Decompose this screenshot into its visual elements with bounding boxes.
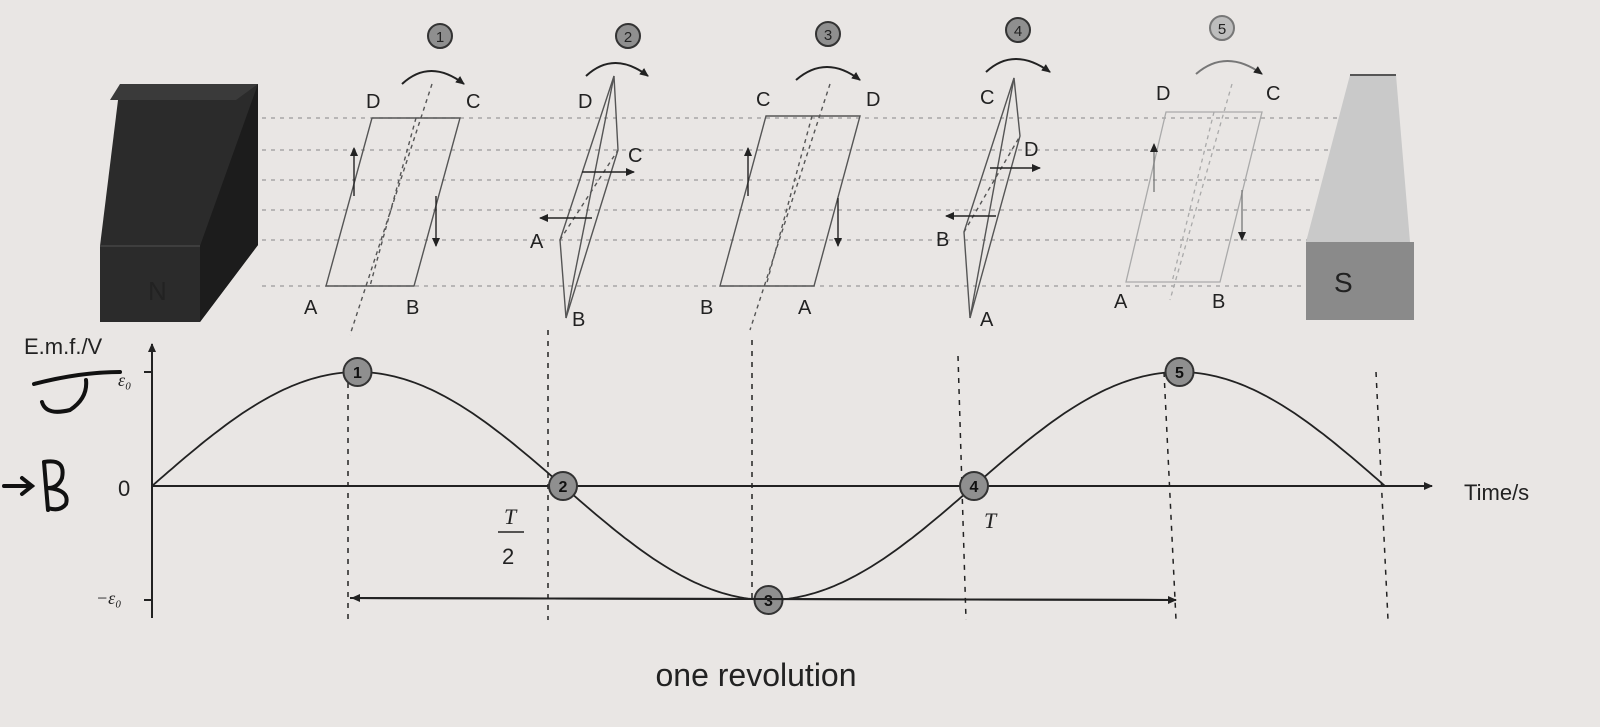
curve-marker-label-5: 5 (1175, 365, 1184, 382)
vertex-mid: D (1024, 139, 1038, 161)
curve-marker-4 (959, 471, 989, 501)
south-magnet: S (1306, 74, 1414, 320)
coil-position-3 (719, 66, 861, 331)
step-marker-top-4 (1005, 17, 1031, 43)
coil-4-labels: 4 C D B A (936, 17, 1038, 331)
handwritten-t (32, 370, 122, 414)
svg-text:1: 1 (436, 29, 444, 46)
y-tick-bottom: −ε₀ (96, 588, 122, 608)
vertex-bottom-left: A (304, 297, 318, 319)
revolution-span-arrow-back (351, 594, 1171, 603)
y-tick-zero: 0 (118, 476, 130, 501)
curve-marker-label-4: 4 (970, 479, 979, 496)
curve-marker-label-3: 3 (764, 593, 773, 610)
vertex-top-left: D (578, 91, 592, 113)
handwritten-arrow-b (2, 459, 69, 512)
north-label: N (148, 276, 167, 306)
vertex-top-right: C (1266, 83, 1280, 105)
vertex-top-left: D (366, 91, 380, 113)
vertex-bottom-left: B (700, 297, 713, 319)
half-period-numerator: T (504, 504, 518, 529)
step-marker-top-2 (615, 23, 641, 49)
vertex-top-left: C (980, 87, 994, 109)
step-marker-top-5 (1209, 15, 1235, 41)
north-magnet: N (100, 84, 258, 322)
curve-marker-5 (1164, 357, 1195, 387)
revolution-label: one revolution (655, 657, 856, 693)
field-lines (262, 117, 1340, 287)
step-marker-top-3 (815, 21, 841, 47)
vertex-top-left: D (1156, 83, 1170, 105)
vertex-bottom-left: A (1114, 291, 1128, 313)
svg-text:5: 5 (1218, 21, 1226, 38)
vertex-bottom-left: A (530, 231, 544, 253)
y-axis-label: E.m.f./V (24, 334, 103, 359)
svg-text:4: 4 (1014, 23, 1022, 40)
vertex-top-right: D (866, 89, 880, 111)
handwritten-notes (2, 370, 122, 512)
curve-markers: 1 2 3 4 5 (342, 357, 1195, 615)
svg-text:2: 2 (624, 29, 632, 46)
half-period-denominator: 2 (502, 544, 514, 569)
svg-text:3: 3 (824, 27, 832, 44)
curve-marker-2 (548, 471, 578, 501)
vertex-mid: C (628, 145, 642, 167)
vertex-bottom-right: B (572, 309, 585, 331)
coil-position-4 (945, 58, 1051, 319)
x-axis-label: Time/s (1464, 480, 1529, 505)
south-label: S (1334, 267, 1353, 298)
step-marker-top-1 (427, 23, 453, 49)
coil-2-labels: 2 D C A B (530, 23, 642, 331)
vertex-bottom-right: A (798, 297, 812, 319)
vertex-bottom-right: A (980, 309, 994, 331)
coil-position-5 (1125, 60, 1263, 301)
coil-position-2 (539, 62, 649, 319)
time-guides (347, 330, 1389, 621)
coil-1-labels: 1 D C A B (304, 23, 480, 319)
curve-marker-label-2: 2 (559, 479, 568, 496)
vertex-bottom-right: B (1212, 291, 1225, 313)
vertex-bottom-right: B (406, 297, 419, 319)
curve-marker-1 (342, 357, 373, 387)
curve-marker-label-1: 1 (353, 365, 362, 382)
vertex-top-right: C (466, 91, 480, 113)
vertex-bottom-left: B (936, 229, 949, 251)
period-label: T (984, 508, 998, 533)
coil-3-labels: 3 C D B A (700, 21, 880, 319)
coil-position-1 (325, 70, 465, 336)
y-tick-top: ε₀ (118, 370, 131, 390)
graph-axes (144, 343, 1433, 618)
coil-5-labels: 5 D C A B (1114, 15, 1280, 313)
vertex-top-left: C (756, 89, 770, 111)
